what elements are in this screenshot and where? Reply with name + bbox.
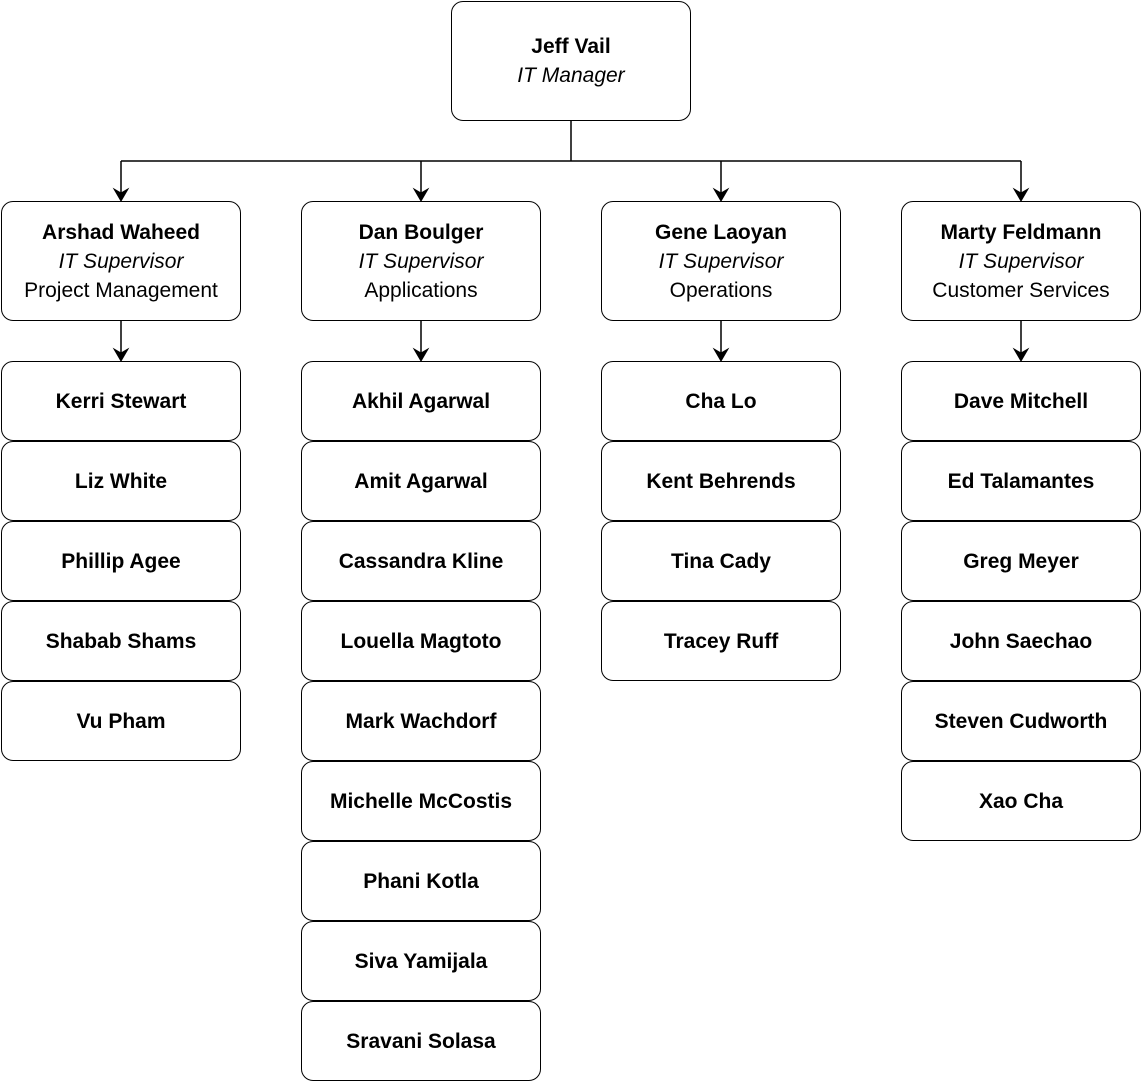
team-member-name: Cha Lo: [685, 389, 757, 413]
team-member-name: Tracey Ruff: [663, 629, 779, 653]
supervisor-name: Dan Boulger: [358, 220, 484, 244]
team-member-name: Tina Cady: [671, 549, 771, 573]
team-member-name: Cassandra Kline: [338, 549, 504, 573]
supervisor-department: Customer Services: [932, 278, 1110, 302]
team-member-name: Phillip Agee: [61, 549, 181, 573]
manager-box: Jeff Vail IT Manager: [451, 1, 691, 121]
arrow-head-icon: [112, 187, 130, 202]
team-member-box: Ed Talamantes: [901, 441, 1141, 521]
arrow-head-icon: [1012, 347, 1030, 362]
manager-role: IT Manager: [517, 64, 625, 87]
team-member-name: Phani Kotla: [363, 869, 479, 893]
supervisor-role: IT Supervisor: [658, 249, 784, 273]
manager-name: Jeff Vail: [531, 35, 611, 58]
team-member-box: Siva Yamijala: [301, 921, 541, 1001]
team-member-box: Dave Mitchell: [901, 361, 1141, 441]
team-member-name: Akhil Agarwal: [351, 389, 491, 413]
team-member-name: Louella Magtoto: [340, 629, 502, 653]
team-member-name: Ed Talamantes: [947, 469, 1095, 493]
team-member-name: Dave Mitchell: [953, 389, 1089, 413]
team-member-name: Michelle McCostis: [329, 789, 513, 813]
team-member-box: Phani Kotla: [301, 841, 541, 921]
arrow-head-icon: [412, 347, 430, 362]
arrow-head-icon: [112, 347, 130, 362]
team-member-box: Kent Behrends: [601, 441, 841, 521]
team-member-name: Shabab Shams: [45, 629, 197, 653]
team-member-name: Xao Cha: [978, 789, 1064, 813]
arrow-head-icon: [712, 347, 730, 362]
team-member-name: Mark Wachdorf: [345, 709, 497, 733]
team-member-box: Cassandra Kline: [301, 521, 541, 601]
team-member-box: Liz White: [1, 441, 241, 521]
team-member-name: Amit Agarwal: [354, 469, 488, 493]
supervisor-role: IT Supervisor: [358, 249, 484, 273]
team-member-box: John Saechao: [901, 601, 1141, 681]
team-member-box: Mark Wachdorf: [301, 681, 541, 761]
supervisor-department: Applications: [364, 278, 478, 302]
team-member-box: Tracey Ruff: [601, 601, 841, 681]
team-member-box: Amit Agarwal: [301, 441, 541, 521]
team-member-box: Michelle McCostis: [301, 761, 541, 841]
team-member-box: Sravani Solasa: [301, 1001, 541, 1081]
team-member-box: Akhil Agarwal: [301, 361, 541, 441]
team-member-name: Sravani Solasa: [346, 1029, 496, 1053]
supervisor-name: Arshad Waheed: [42, 220, 200, 244]
supervisor-role: IT Supervisor: [58, 249, 184, 273]
arrow-head-icon: [1012, 187, 1030, 202]
supervisor-name: Gene Laoyan: [655, 220, 787, 244]
team-member-box: Louella Magtoto: [301, 601, 541, 681]
arrow-head-icon: [712, 187, 730, 202]
team-member-name: Liz White: [74, 469, 168, 493]
arrow-head-icon: [412, 187, 430, 202]
team-member-name: Steven Cudworth: [934, 709, 1108, 733]
supervisor-name: Marty Feldmann: [940, 220, 1102, 244]
team-member-box: Phillip Agee: [1, 521, 241, 601]
supervisor-department: Operations: [669, 278, 773, 302]
supervisor-role: IT Supervisor: [958, 249, 1084, 273]
team-member-box: Shabab Shams: [1, 601, 241, 681]
team-member-name: Kerri Stewart: [55, 389, 187, 413]
team-member-name: Siva Yamijala: [354, 949, 488, 973]
team-member-box: Kerri Stewart: [1, 361, 241, 441]
team-member-name: John Saechao: [949, 629, 1093, 653]
team-member-box: Cha Lo: [601, 361, 841, 441]
team-member-box: Vu Pham: [1, 681, 241, 761]
team-member-name: Vu Pham: [76, 709, 166, 733]
team-member-name: Greg Meyer: [963, 549, 1079, 573]
team-member-box: Xao Cha: [901, 761, 1141, 841]
team-member-box: Greg Meyer: [901, 521, 1141, 601]
team-member-box: Steven Cudworth: [901, 681, 1141, 761]
team-member-box: Tina Cady: [601, 521, 841, 601]
supervisor-department: Project Management: [24, 278, 218, 302]
team-member-name: Kent Behrends: [646, 469, 796, 493]
